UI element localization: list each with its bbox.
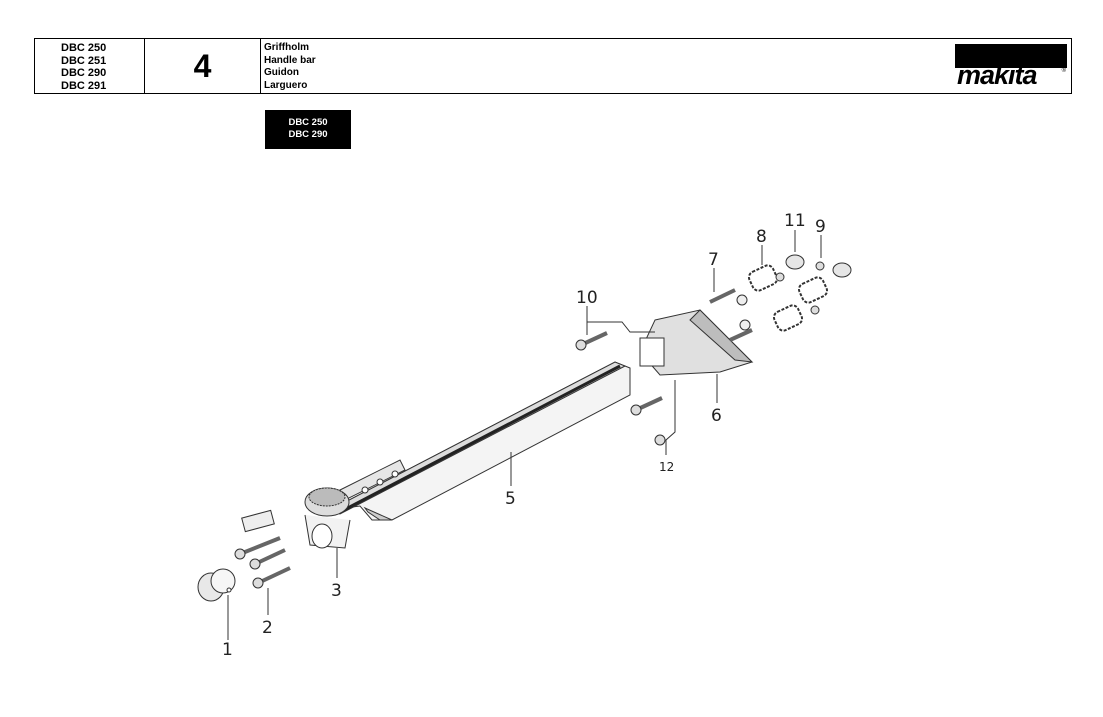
name-french: Guidon (264, 67, 299, 78)
name-german: Griffholm (264, 42, 309, 53)
model-box-label: DBC 250 (288, 117, 328, 128)
name-english: Handle bar (264, 54, 316, 66)
callout-1: 1 (222, 640, 233, 660)
screw-10 (575, 331, 608, 351)
name-spanish: Larguero (264, 79, 308, 91)
callout-2: 2 (262, 618, 273, 638)
callout-7: 7 (708, 250, 719, 270)
callout-11: 11 (784, 211, 806, 231)
handle-grip (639, 309, 754, 376)
clamp-gear (304, 487, 351, 549)
model-box-label: DBC 290 (288, 128, 328, 140)
callout-5: 5 (505, 489, 516, 509)
screws-7 (709, 288, 753, 342)
leader-lines (227, 230, 822, 640)
callout-3: 3 (331, 581, 342, 601)
callout-labels: 1 2 3 5 6 7 8 9 10 11 12 (222, 211, 826, 660)
sleeves-11 (785, 254, 852, 278)
callout-9: 9 (815, 217, 826, 237)
springs-8 (747, 264, 829, 332)
model-label: DBC 290 (61, 67, 107, 79)
end-cap (197, 568, 236, 602)
model-applicability-box: DBC 250 DBC 290 (265, 110, 351, 149)
model-label: DBC 291 (61, 79, 107, 92)
grip-screws (630, 396, 666, 446)
logo-registered-mark: ® (1061, 68, 1066, 74)
makita-logo: makita ® (955, 44, 1067, 90)
model-label: DBC 251 (61, 54, 107, 67)
callout-8: 8 (756, 227, 767, 247)
model-list: DBC 250 DBC 251 DBC 290 DBC 291 (35, 39, 145, 93)
header-table: DBC 250 DBC 251 DBC 290 DBC 291 4 Griffh… (34, 38, 1072, 94)
clamp-screws (234, 536, 291, 589)
logo-wordmark: makita (957, 60, 1038, 90)
callout-6: 6 (711, 406, 722, 426)
model-label: DBC 250 (61, 42, 107, 54)
handle-bar-tube (328, 361, 631, 521)
screws-9 (775, 261, 825, 315)
part-group-names: Griffholm Handle bar Guidon Larguero (261, 39, 1071, 93)
callout-10: 10 (576, 288, 598, 308)
logo-bar (955, 44, 1067, 68)
nut-plate (241, 509, 275, 533)
group-number: 4 (145, 39, 261, 93)
callout-12: 12 (659, 460, 674, 474)
